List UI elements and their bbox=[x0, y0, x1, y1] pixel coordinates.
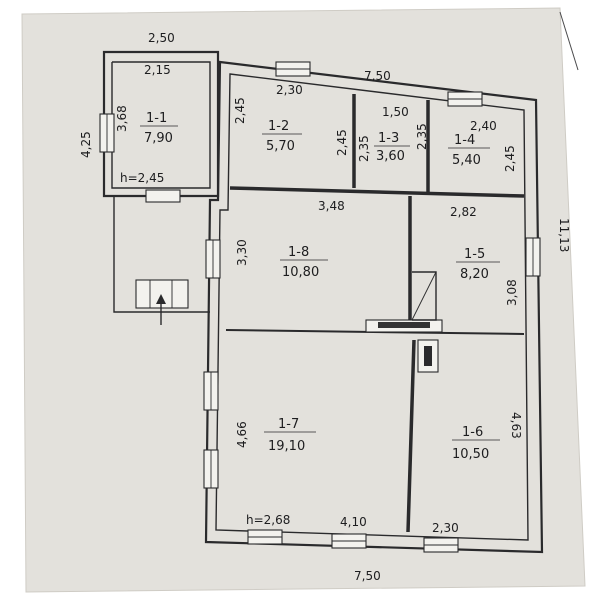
partition bbox=[229, 186, 525, 198]
dim-h268: h=2,68 bbox=[246, 513, 290, 527]
room-id-1-3: 1-3 bbox=[378, 131, 399, 146]
stair-diagonal bbox=[411, 271, 437, 321]
window-top-1 bbox=[275, 61, 311, 77]
room-area-1-7: 19,10 bbox=[268, 439, 305, 454]
window-left-3 bbox=[203, 449, 219, 489]
dim-r4-top: 2,40 bbox=[470, 119, 497, 133]
dim-r3-left: 2,35 bbox=[357, 135, 371, 162]
room-id-1-1: 1-1 bbox=[146, 111, 167, 126]
room-area-1-4: 5,40 bbox=[452, 153, 481, 168]
dim-1-1-h: h=2,45 bbox=[120, 171, 164, 185]
window-left-1 bbox=[205, 239, 221, 279]
room-area-1-6: 10,50 bbox=[452, 447, 489, 462]
room-id-1-4: 1-4 bbox=[454, 133, 475, 148]
main-inner-wall bbox=[215, 73, 529, 541]
partition bbox=[406, 339, 416, 533]
room-area-1-8: 10,80 bbox=[282, 265, 319, 280]
dim-r1-side: 2,45 bbox=[233, 97, 247, 124]
paper-crease bbox=[559, 11, 579, 71]
dim-right: 11,13 bbox=[557, 218, 571, 252]
room-id-1-2: 1-2 bbox=[268, 119, 289, 134]
dim-r3-right: 2,35 bbox=[415, 123, 429, 150]
fireplace-dark bbox=[424, 346, 432, 366]
dim-1-1-top: 2,15 bbox=[144, 63, 171, 77]
dim-230b: 2,30 bbox=[432, 521, 459, 535]
stair-symbol bbox=[412, 271, 437, 321]
dim-r3-top: 1,50 bbox=[382, 105, 409, 119]
window-annex-left bbox=[99, 113, 115, 153]
dim-top-left: 2,50 bbox=[148, 31, 175, 45]
dim-r1-top: 2,30 bbox=[276, 83, 303, 97]
main-outer-wall bbox=[204, 60, 544, 554]
dim-mid-282: 2,82 bbox=[450, 205, 477, 219]
dim-left-annex: 4,25 bbox=[79, 131, 93, 158]
dim-410: 4,10 bbox=[340, 515, 367, 529]
stove-dark bbox=[378, 322, 430, 328]
entrance-arrowhead bbox=[156, 294, 166, 304]
dim-r2-left: 2,45 bbox=[335, 129, 349, 156]
dim-1-1-side: 3,68 bbox=[115, 105, 129, 132]
dim-308: 3,08 bbox=[505, 279, 519, 306]
window-bottom-3 bbox=[423, 537, 459, 553]
dim-r4-right: 2,45 bbox=[503, 145, 517, 172]
room-id-1-5: 1-5 bbox=[464, 247, 485, 262]
dim-mid-348: 3,48 bbox=[318, 199, 345, 213]
room-area-1-1: 7,90 bbox=[144, 131, 173, 146]
window-bottom-2 bbox=[331, 533, 367, 549]
window-left-2 bbox=[203, 371, 219, 411]
room-id-1-7: 1-7 bbox=[278, 417, 299, 432]
vestibule-outline bbox=[113, 196, 210, 313]
dim-330: 3,30 bbox=[235, 239, 249, 266]
window-right bbox=[525, 237, 541, 277]
dim-bottom: 7,50 bbox=[354, 569, 381, 583]
dim-466: 4,66 bbox=[235, 421, 249, 448]
window-bottom-1 bbox=[247, 529, 283, 545]
dim-463: 4,63 bbox=[509, 412, 523, 439]
room-area-1-5: 8,20 bbox=[460, 267, 489, 282]
room-area-1-2: 5,70 bbox=[266, 139, 295, 154]
room-id-1-6: 1-6 bbox=[462, 425, 483, 440]
window-annex-bottom bbox=[145, 189, 181, 203]
dim-top-right: 7,50 bbox=[364, 69, 391, 83]
room-area-1-3: 3,60 bbox=[376, 149, 405, 164]
room-id-1-8: 1-8 bbox=[288, 245, 309, 260]
paper-sheet bbox=[21, 7, 586, 593]
window-top-2 bbox=[447, 91, 483, 107]
